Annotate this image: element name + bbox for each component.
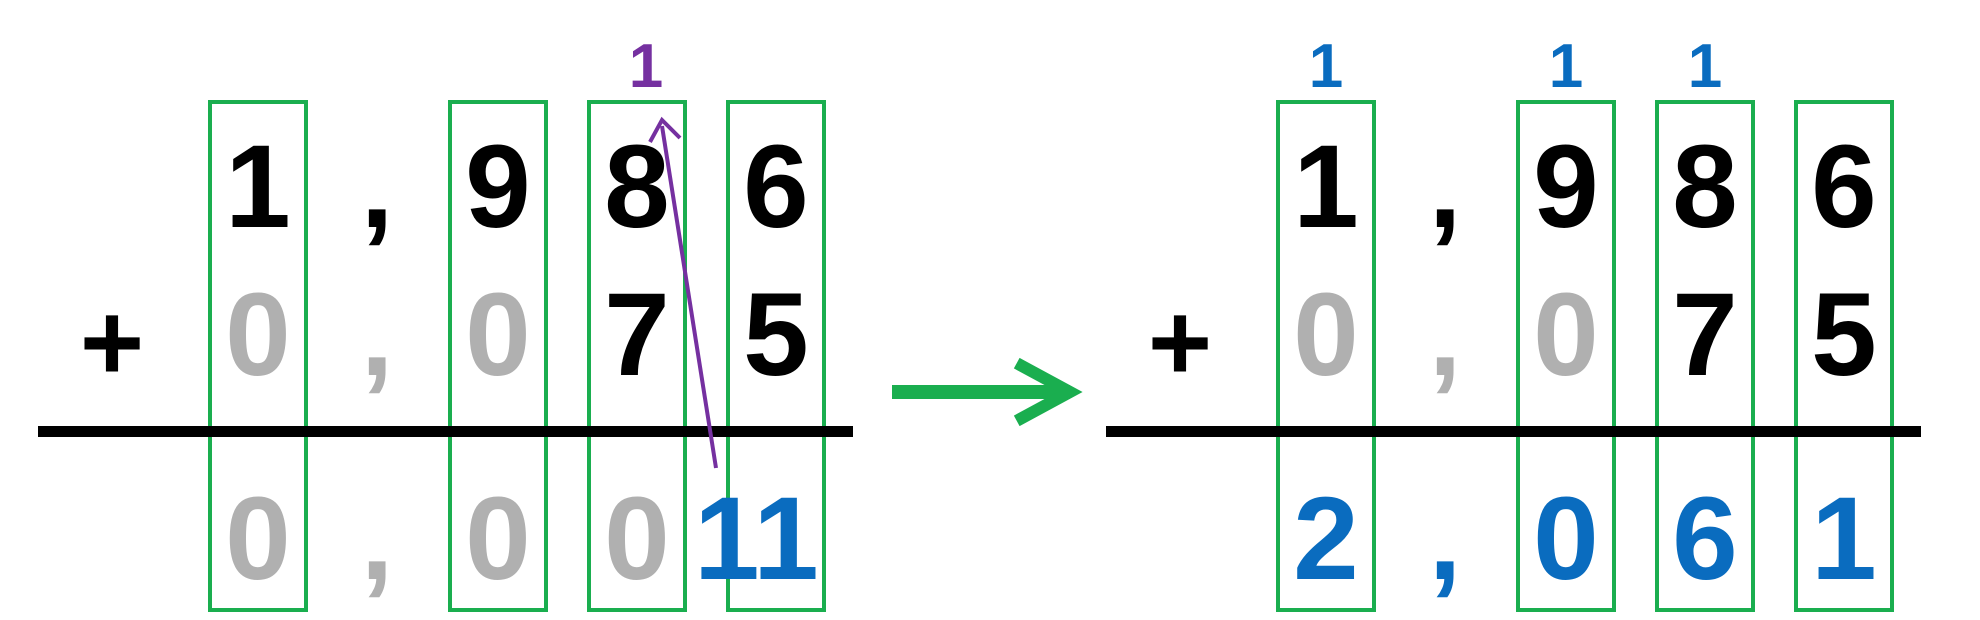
addend1-thousandths-digit: 6 [743, 121, 809, 253]
result-comma: , [1428, 473, 1462, 605]
carry-hundredths-digit: 1 [1687, 32, 1723, 101]
carry-tenths-digit: 1 [1548, 32, 1584, 101]
result-ones-digit: 0 [225, 473, 291, 605]
right-addition-panel: 1 1 1 1 , 9 8 6 + 0 , 0 7 5 2 , 0 6 1 [1068, 0, 1980, 620]
addend1-tenths-digit: 9 [465, 121, 531, 253]
tenths-column-box [1516, 100, 1616, 612]
result-hundredths-digit: 6 [1672, 473, 1738, 605]
result-hundredths-digit: 0 [604, 473, 670, 605]
ones-column-box [1276, 100, 1376, 612]
addend2-tenths-digit: 0 [465, 269, 531, 401]
addend1-ones-digit: 1 [1293, 121, 1359, 253]
addend2-tenths-digit: 0 [1533, 269, 1599, 401]
addend2-ones-digit: 0 [1293, 269, 1359, 401]
addend1-ones-digit: 1 [225, 121, 291, 253]
addend1-comma: , [360, 121, 394, 253]
plus-sign: + [79, 281, 145, 404]
carry-digit: 1 [628, 32, 664, 101]
result-thousandths-digit: 1 [1811, 473, 1877, 605]
addend2-hundredths-digit: 7 [1672, 269, 1738, 401]
carry-arrow-icon [648, 116, 718, 469]
hundredths-column-box [1655, 100, 1755, 612]
addend2-hundredths-digit: 7 [604, 269, 670, 401]
addend1-hundredths-digit: 8 [1672, 121, 1738, 253]
hundredths-column-box [587, 100, 687, 612]
left-addition-panel: 1 1 , 9 8 6 + 0 , 0 7 5 0 , 0 0 11 [38, 32, 853, 612]
thousandths-column-box [726, 100, 826, 612]
carry-ones-digit: 1 [1308, 32, 1344, 101]
addend1-comma: , [1428, 121, 1462, 253]
result-comma: , [360, 473, 394, 605]
sum-line [1106, 426, 1921, 437]
addend1-hundredths-digit: 8 [604, 121, 670, 253]
thousandths-column-box [1794, 100, 1894, 612]
ones-column-box [208, 100, 308, 612]
addend2-thousandths-digit: 5 [743, 269, 809, 401]
addend2-comma: , [360, 269, 394, 401]
result-tenths-digit: 0 [465, 473, 531, 605]
addend1-thousandths-digit: 6 [1811, 121, 1877, 253]
addend2-comma: , [1428, 269, 1462, 401]
result-ones-digit: 2 [1293, 473, 1359, 605]
addend1-tenths-digit: 9 [1533, 121, 1599, 253]
right-arrow-icon [892, 357, 1083, 427]
plus-sign: + [1147, 281, 1213, 404]
addend2-thousandths-digit: 5 [1811, 269, 1877, 401]
result-thousandths-digits: 11 [694, 473, 819, 605]
tenths-column-box [448, 100, 548, 612]
addend2-ones-digit: 0 [225, 269, 291, 401]
result-tenths-digit: 0 [1533, 473, 1599, 605]
sum-line [38, 426, 853, 437]
